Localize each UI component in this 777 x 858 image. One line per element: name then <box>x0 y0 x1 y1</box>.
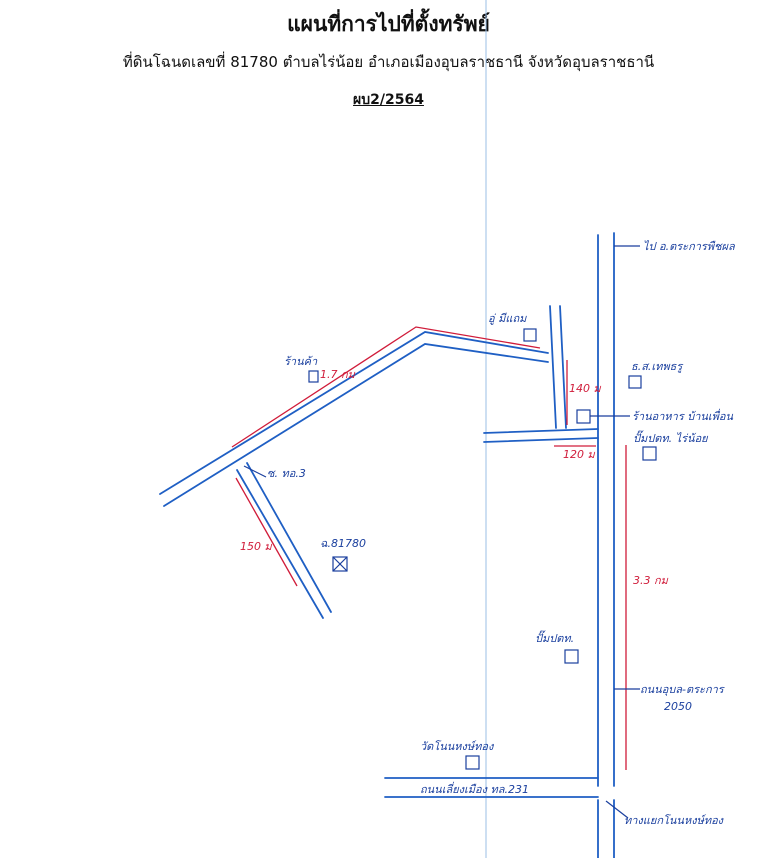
distance-label-5: 3.3 กม <box>633 574 669 587</box>
label-gas-ptt-mid: ปั๊มปตท. <box>535 630 574 645</box>
page-title: แผนที่การไปที่ตั้งทรัพย์ <box>287 12 490 36</box>
label-coop: อู่ มีแถม <box>488 312 527 325</box>
label-junction: ทางแยกโนนหงษ์ทอง <box>624 814 725 827</box>
label-temple: วัดโนนหงษ์ทอง <box>420 740 495 753</box>
distance-line-4 <box>235 477 298 587</box>
label-highway: ถนนอุบล-ตระการ <box>640 683 726 696</box>
map-labels: ไป อ.ตระการพืชผล อู่ มีแถม ร้านค้า ธ.ส.เ… <box>267 240 736 827</box>
parcel-marker <box>332 556 348 572</box>
diagonal-road-bottom <box>163 343 549 507</box>
restaurant-marker <box>576 409 591 424</box>
distance-label-1: 1.7 กม <box>320 368 356 381</box>
soi-road-right <box>246 462 332 613</box>
label-shop-left: ร้านค้า <box>284 355 318 368</box>
gas-ptt-mid-marker <box>564 649 579 664</box>
distance-labels: 1.7 กม 140 ม 120 ม 150 ม 3.3 กม <box>240 368 669 587</box>
distance-markers <box>231 326 627 770</box>
distance-label-2: 140 ม <box>569 382 601 395</box>
gas-ptt-top-marker <box>642 446 657 461</box>
leader-lines <box>243 245 640 819</box>
junction-leader <box>605 800 629 819</box>
distance-line-1 <box>231 326 541 448</box>
label-bank: ธ.ส.เทพธรู <box>631 360 684 373</box>
label-main-road: ถนนเลี่ยงเมือง ทล.231 <box>420 781 529 796</box>
label-soi: ซ. ทอ.3 <box>267 467 306 480</box>
side-road-top <box>483 428 599 434</box>
label-top-right: ไป อ.ตระการพืชผล <box>643 240 736 253</box>
roads <box>159 232 615 858</box>
soi-leader <box>243 465 267 478</box>
distance-label-3: 120 ม <box>563 448 595 461</box>
parcel-cross-b <box>332 556 348 572</box>
lane-left <box>549 305 557 429</box>
label-parcel: ฉ.81780 <box>320 537 366 550</box>
document-code: ผบ2/2564 <box>353 92 424 108</box>
shop-marker <box>308 370 319 383</box>
side-road-bottom <box>483 437 599 443</box>
soi-road-left <box>236 469 324 619</box>
bank-marker <box>628 375 642 389</box>
label-highway-no: 2050 <box>664 700 692 713</box>
temple-marker <box>465 755 480 770</box>
lane-right <box>559 305 567 429</box>
page-subtitle: ที่ดินโฉนดเลขที่ 81780 ตำบลไร่น้อย อำเภอ… <box>122 53 655 71</box>
label-restaurant: ร้านอาหาร บ้านเพื่อน <box>632 408 734 423</box>
diagonal-road-top <box>159 331 549 495</box>
label-gas-ptt-top: ปั๊มปตท. ไร่น้อย <box>633 430 709 445</box>
distance-label-4: 150 ม <box>240 540 272 553</box>
coop-marker <box>523 328 537 342</box>
